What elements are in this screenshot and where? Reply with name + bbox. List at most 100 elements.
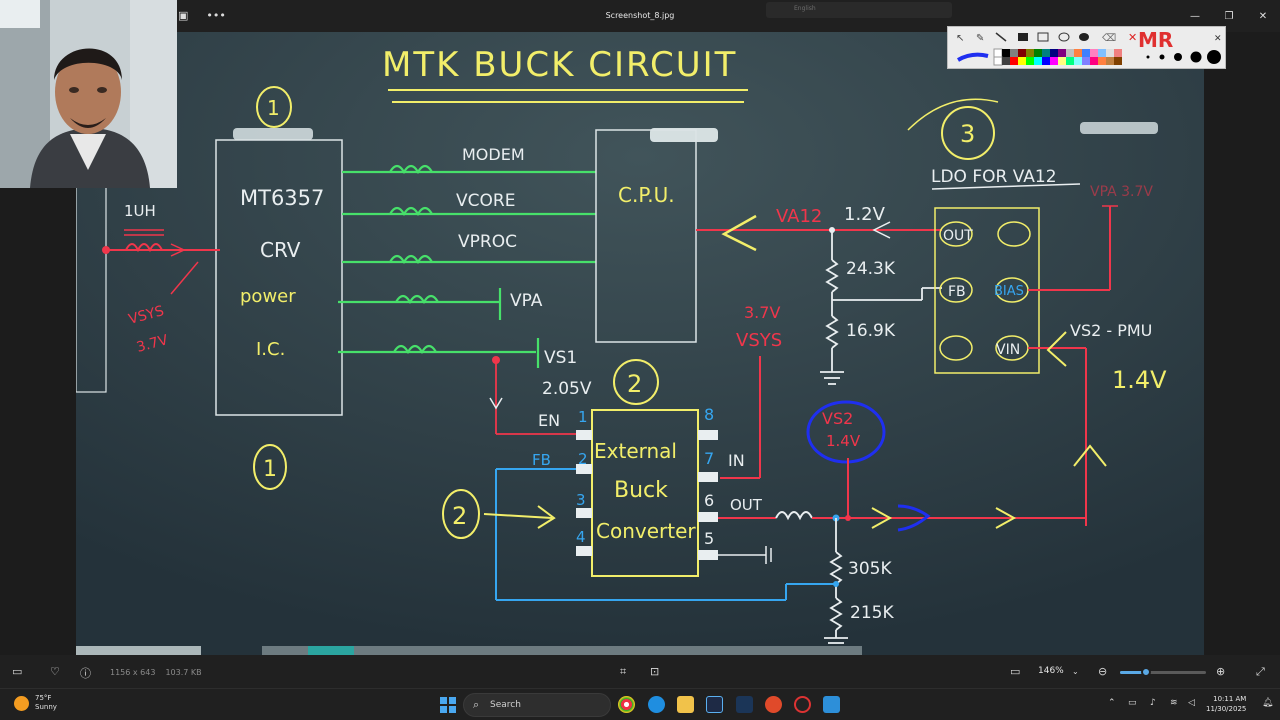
vsys-right-label: VSYS bbox=[736, 330, 782, 351]
weather-widget[interactable]: 75°F Sunny bbox=[14, 694, 57, 712]
more-button[interactable]: ••• bbox=[206, 9, 226, 22]
crop-icon[interactable]: ⌗ bbox=[620, 665, 627, 678]
weather-condition: Sunny bbox=[35, 703, 57, 711]
buck-box bbox=[591, 409, 699, 577]
vs2-value: 1.4V bbox=[1112, 366, 1167, 394]
taskbar-search[interactable]: ⌕ Search bbox=[463, 693, 611, 717]
clear-tool-icon[interactable]: ✕ bbox=[1128, 31, 1137, 44]
pen-toolbar: ↖ ✎ ⌫ ✕ MR ✕ bbox=[947, 26, 1226, 69]
light-reflection bbox=[1080, 122, 1158, 134]
ldo-marker: 3 bbox=[960, 120, 975, 148]
mr-logo: MR bbox=[1138, 28, 1173, 52]
filmstrip-icon[interactable]: ▭ bbox=[12, 665, 23, 678]
scan-text-icon[interactable]: ⊡ bbox=[650, 665, 660, 678]
full-screen-icon[interactable]: ⤢ bbox=[1256, 665, 1265, 678]
pin-4-num: 4 bbox=[576, 528, 586, 546]
ldo-title: LDO FOR VA12 bbox=[931, 167, 1057, 187]
tray-chevron-icon[interactable]: ⌃ bbox=[1108, 698, 1116, 708]
file-explorer-icon[interactable] bbox=[677, 696, 694, 713]
pmic-box bbox=[215, 139, 343, 416]
heading: MTK BUCK CIRCUIT bbox=[382, 45, 737, 85]
pin-5-num: 5 bbox=[704, 529, 714, 548]
maximize-button[interactable]: ❐ bbox=[1224, 10, 1234, 22]
microphone-icon[interactable]: ♪ bbox=[1150, 698, 1156, 708]
pointer-tool-icon[interactable]: ↖ bbox=[956, 33, 964, 44]
rect-tool-icon[interactable] bbox=[1037, 32, 1049, 42]
inductor-1uh-label: 1UH bbox=[124, 202, 156, 220]
buck-label-3: Converter bbox=[596, 519, 696, 543]
title-bar: ▣ ••• Screenshot_8.jpg English — ❐ ✕ bbox=[0, 0, 1280, 32]
fit-screen-icon[interactable]: ▭ bbox=[1010, 665, 1021, 678]
rail-vpa: VPA bbox=[510, 291, 543, 311]
terminal-icon[interactable] bbox=[736, 696, 753, 713]
webcam-overlay bbox=[0, 0, 177, 188]
vs2-circle-annotation bbox=[806, 400, 886, 464]
buck-label-2: Buck bbox=[614, 478, 668, 503]
chrome-icon[interactable] bbox=[618, 696, 635, 713]
image-filesize: 103.7 KB bbox=[165, 668, 202, 677]
clock-time: 10:11 AM bbox=[1213, 695, 1247, 703]
image-dimensions: 1156 x 643 bbox=[110, 668, 156, 677]
window-menu-icon[interactable]: ▣ bbox=[178, 9, 189, 22]
notification-bell-icon[interactable]: 🔔︎ bbox=[1262, 698, 1274, 708]
minimize-button[interactable]: — bbox=[1190, 10, 1200, 22]
volume-icon[interactable]: ◁ bbox=[1188, 698, 1195, 708]
window-controls: — ❐ ✕ bbox=[1178, 0, 1280, 32]
marker-two-left: 2 bbox=[452, 502, 467, 530]
buck-label-1: External bbox=[594, 439, 677, 463]
snipping-tool-icon[interactable] bbox=[706, 696, 723, 713]
image-canvas[interactable]: MTK BUCK CIRCUIT 1 MT6357 CRV power I.C.… bbox=[76, 32, 1204, 655]
pmic-line-4: I.C. bbox=[256, 339, 285, 360]
pin-1-name: EN bbox=[538, 411, 560, 430]
pen-toolbar-close-icon[interactable]: ✕ bbox=[1214, 34, 1222, 44]
color-palette[interactable] bbox=[993, 48, 1122, 66]
windows-start-icon[interactable] bbox=[440, 697, 456, 713]
zoom-out-icon[interactable]: ⊖ bbox=[1098, 665, 1108, 678]
resistor-16k9: 16.9K bbox=[846, 321, 896, 341]
ldo-pin-fb: FB bbox=[948, 284, 966, 300]
zoom-slider[interactable] bbox=[1120, 667, 1206, 677]
rail-modem: MODEM bbox=[462, 145, 525, 164]
close-button[interactable]: ✕ bbox=[1258, 10, 1268, 22]
resistor-divider-top bbox=[820, 230, 942, 385]
edge-icon[interactable] bbox=[648, 696, 665, 713]
vpa-note: VPA 3.7V bbox=[1090, 184, 1153, 200]
ellipse-tool-icon[interactable] bbox=[1058, 32, 1070, 42]
pmic-line-2: CRV bbox=[260, 238, 301, 262]
wifi-icon[interactable]: ≋ bbox=[1170, 698, 1178, 708]
rail-vs1: VS1 bbox=[544, 348, 577, 368]
pin-2-name: FB bbox=[532, 451, 551, 469]
ghost-toolbar: English bbox=[766, 2, 952, 18]
pencil-tool-icon[interactable]: ✎ bbox=[976, 33, 984, 44]
info-icon[interactable]: ⓘ bbox=[80, 667, 91, 680]
favorite-icon[interactable]: ♡ bbox=[50, 665, 60, 678]
line-tool-icon[interactable] bbox=[995, 32, 1007, 42]
media-app-icon[interactable] bbox=[794, 696, 811, 713]
zoom-in-icon[interactable]: ⊕ bbox=[1216, 665, 1226, 678]
cpu-label: C.P.U. bbox=[618, 183, 675, 207]
zoom-level[interactable]: 146% bbox=[1038, 666, 1064, 676]
va12-value: 1.2V bbox=[844, 204, 886, 225]
pin-2-num: 2 bbox=[578, 450, 588, 468]
ldo-pin-bias: BIAS bbox=[994, 284, 1024, 299]
chevron-down-icon[interactable]: ⌄ bbox=[1072, 667, 1079, 676]
tray-device-icon[interactable]: ▭ bbox=[1128, 698, 1137, 708]
pmic-line-3: power bbox=[240, 286, 296, 307]
pin-3-num: 3 bbox=[576, 491, 586, 509]
recorder-icon[interactable] bbox=[765, 696, 782, 713]
photos-icon[interactable] bbox=[823, 696, 840, 713]
taskbar-clock[interactable]: 10:11 AM 11/30/2025 bbox=[1206, 694, 1246, 714]
vs1-voltage: 2.05V bbox=[542, 379, 592, 399]
vs2-circled-label: VS2 bbox=[822, 409, 853, 428]
vs2-circled-value: 1.4V bbox=[826, 432, 861, 450]
brush-size-picker[interactable] bbox=[1146, 50, 1222, 64]
ldo-pin-out: OUT bbox=[943, 228, 973, 244]
filled-rect-tool-icon[interactable] bbox=[1018, 33, 1028, 41]
pin-6-name: OUT bbox=[730, 496, 763, 514]
zoom-slider-knob[interactable] bbox=[1140, 667, 1151, 677]
eraser-tool-icon[interactable]: ⌫ bbox=[1102, 33, 1116, 44]
filled-ellipse-tool-icon[interactable] bbox=[1079, 33, 1089, 41]
pin-6-num: 6 bbox=[704, 491, 714, 510]
current-pen-icon[interactable] bbox=[957, 52, 989, 62]
